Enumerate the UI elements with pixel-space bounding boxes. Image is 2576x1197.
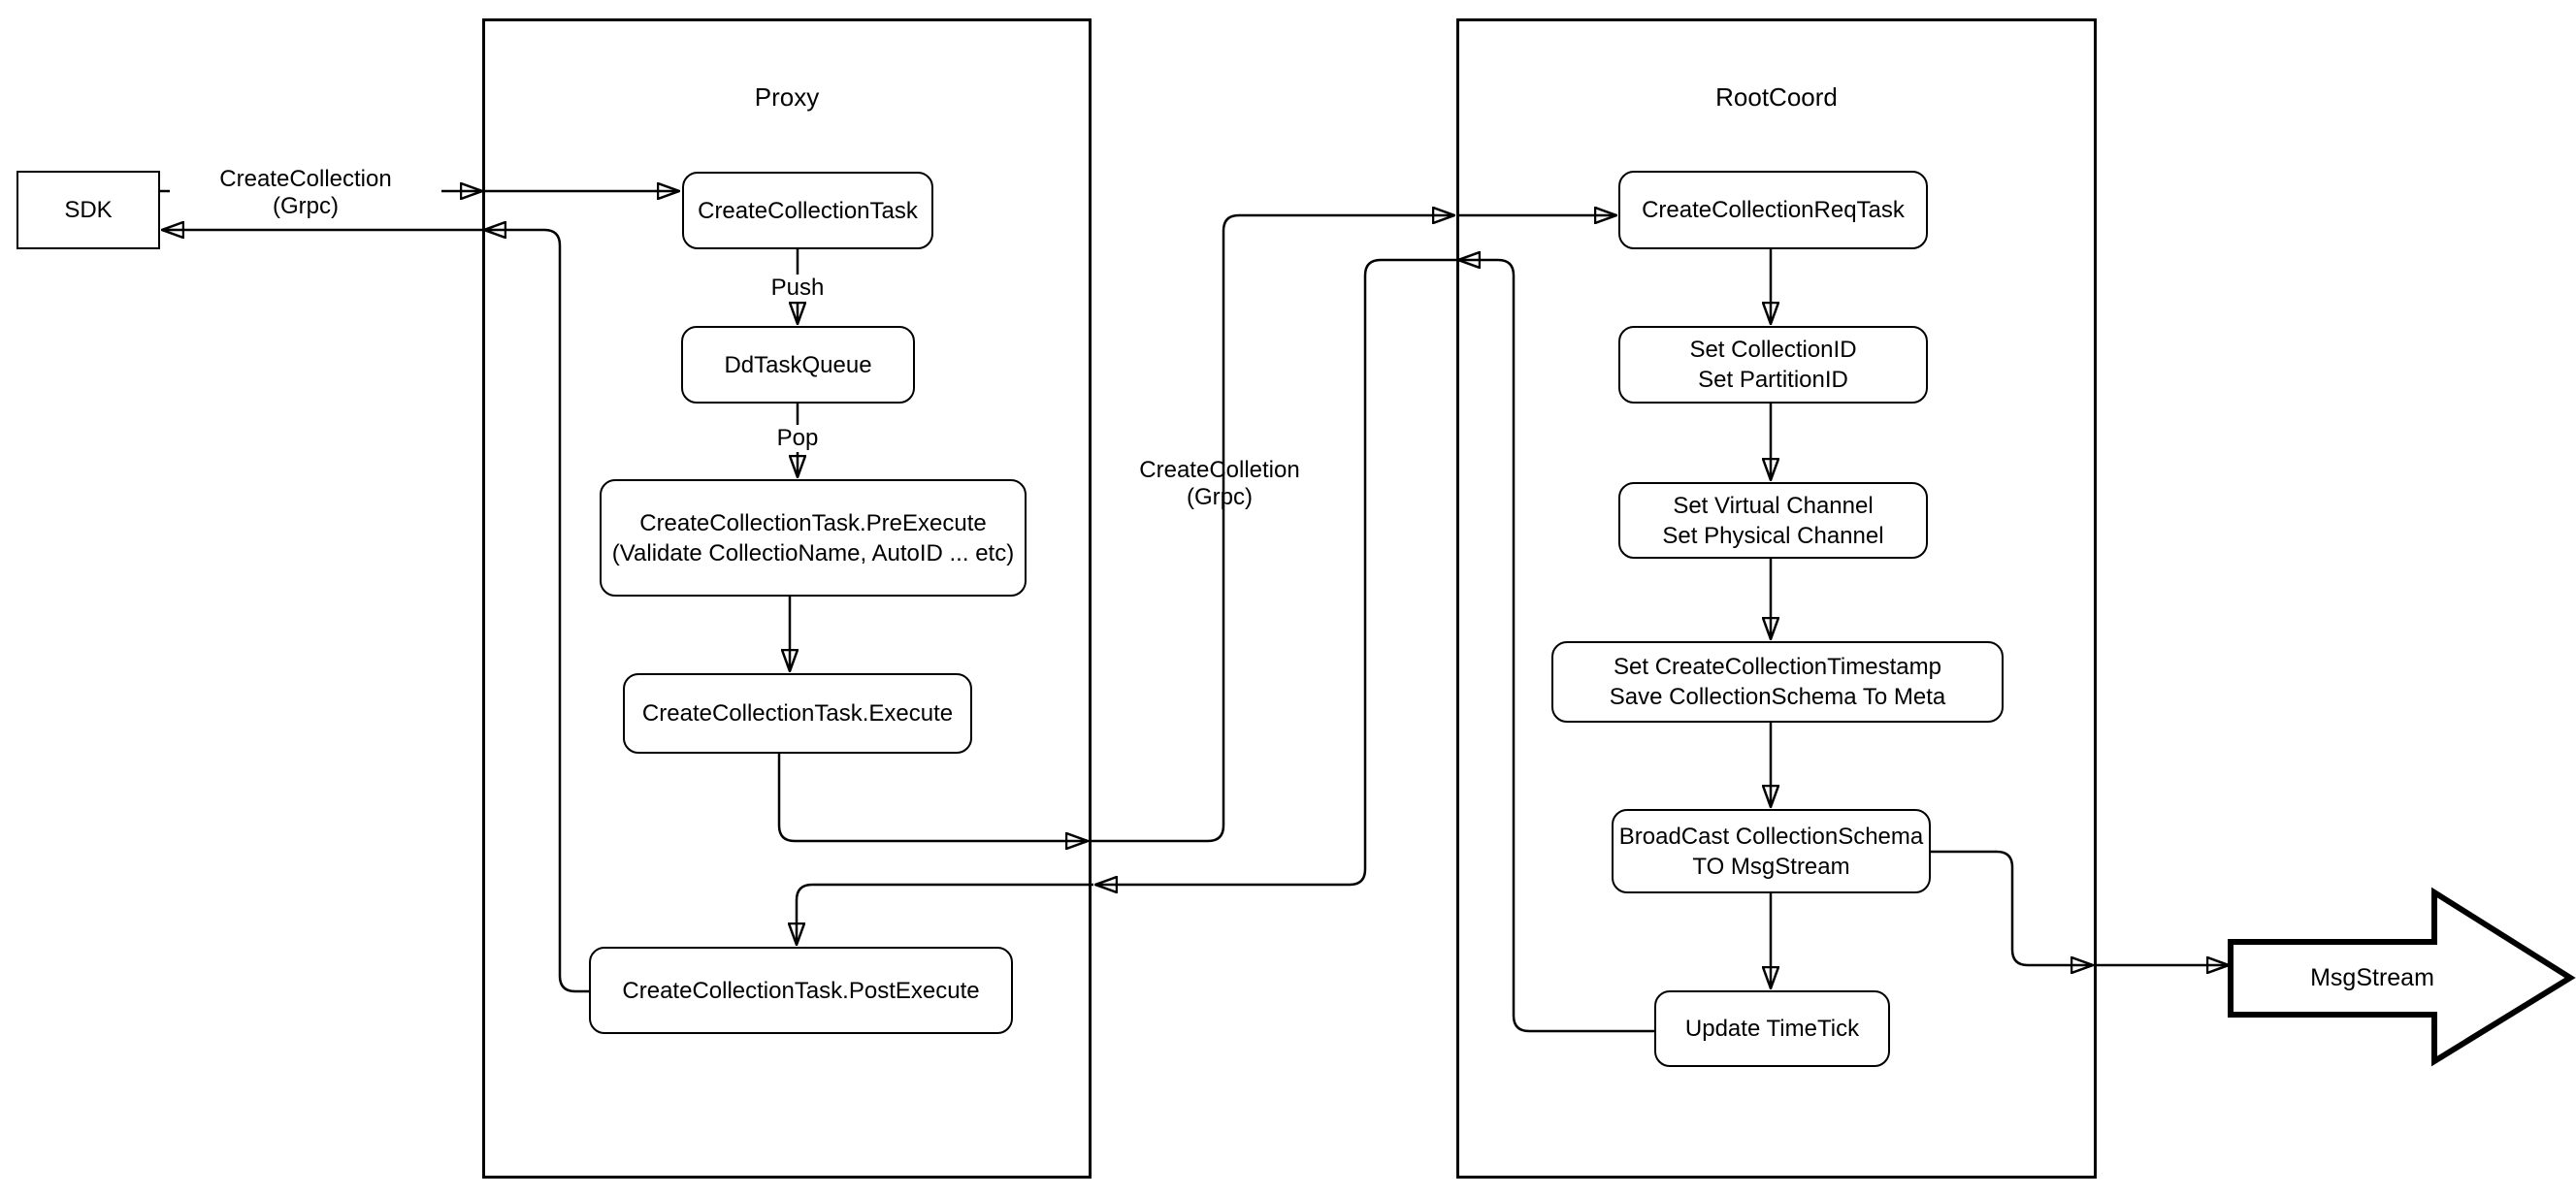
create-collection-req-task-label: CreateCollectionReqTask [1642, 197, 1905, 223]
create-collection-req-task-node: CreateCollectionReqTask [1618, 171, 1928, 249]
set-collection-id-node: Set CollectionID Set PartitionID [1618, 326, 1928, 404]
edge-execute-to-proxy-border [777, 754, 1087, 841]
edge-timetick-to-rootcoord-border [1459, 260, 1654, 1033]
post-execute-label: CreateCollectionTask.PostExecute [622, 977, 980, 1004]
dd-task-queue-node: DdTaskQueue [681, 326, 915, 404]
rootcoord-title: RootCoord [1715, 82, 1838, 112]
edge-postexecute-to-proxy-border [485, 230, 589, 993]
msgstream-label: MsgStream [2310, 964, 2434, 991]
rootcoord-container: RootCoord [1456, 18, 2097, 1179]
execute-node: CreateCollectionTask.Execute [623, 673, 972, 754]
set-timestamp-node: Set CreateCollectionTimestamp Save Colle… [1551, 641, 2004, 723]
broadcast-schema-node: BroadCast CollectionSchema TO MsgStream [1612, 809, 1931, 893]
broadcast-schema-label: BroadCast CollectionSchema TO MsgStream [1618, 823, 1924, 880]
edge-proxy-border-to-postexecute [797, 883, 1093, 944]
edge-broadcast-to-rootcoord-border [1931, 850, 2092, 965]
msgstream-arrow-shape [2228, 887, 2576, 1067]
create-collection-task-label: CreateCollectionTask [698, 197, 918, 224]
sdk-node: SDK [16, 171, 160, 249]
pop-edge-label: Pop [749, 425, 846, 452]
proxy-container: Proxy [482, 18, 1092, 1179]
set-collection-id-label: Set CollectionID Set PartitionID [1689, 337, 1857, 393]
update-timetick-node: Update TimeTick [1654, 990, 1890, 1067]
set-channel-node: Set Virtual Channel Set Physical Channel [1618, 482, 1928, 559]
sdk-grpc-edge-label: CreateCollection (Grpc) [170, 166, 441, 220]
edge-proxy-border-to-rootcoord-border [1090, 215, 1453, 843]
rootcoord-grpc-edge-label: CreateColletion (Grpc) [1139, 457, 1300, 510]
create-collection-task-node: CreateCollectionTask [682, 172, 933, 249]
proxy-title: Proxy [754, 82, 820, 112]
edge-rootcoord-border-to-proxy-border [1096, 258, 1456, 885]
post-execute-node: CreateCollectionTask.PostExecute [589, 947, 1013, 1034]
sdk-label: SDK [64, 197, 113, 223]
set-channel-label: Set Virtual Channel Set Physical Channel [1662, 492, 1884, 549]
update-timetick-label: Update TimeTick [1684, 1016, 1860, 1042]
pre-execute-node: CreateCollectionTask.PreExecute (Validat… [600, 479, 1027, 597]
pre-execute-label: CreateCollectionTask.PreExecute (Validat… [611, 509, 1015, 566]
execute-label: CreateCollectionTask.Execute [641, 700, 954, 727]
set-timestamp-label: Set CreateCollectionTimestamp Save Colle… [1609, 654, 1946, 710]
push-edge-label: Push [749, 275, 846, 302]
dd-task-queue-label: DdTaskQueue [724, 351, 872, 378]
